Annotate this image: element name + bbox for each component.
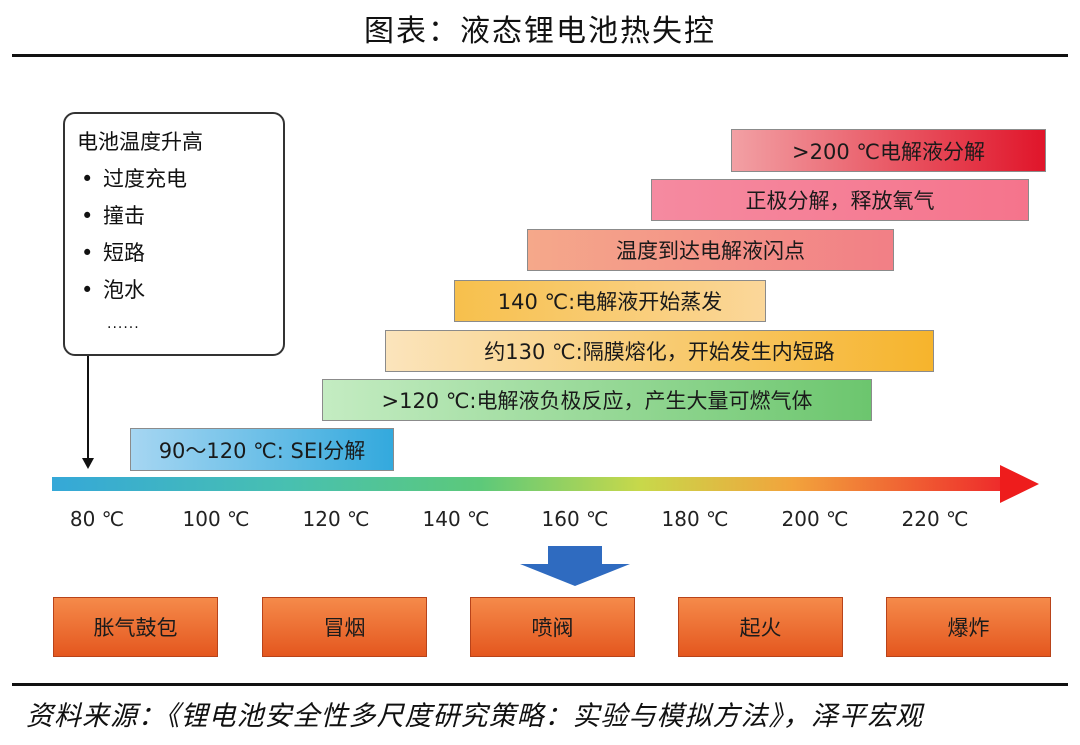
result-smoke: 冒烟 <box>262 597 427 657</box>
result-venting: 喷阀 <box>470 597 635 657</box>
cause-item: 泡水 <box>77 272 271 309</box>
axis-tick-label: 80 ℃ <box>69 507 125 531</box>
top-rule <box>12 54 1068 57</box>
axis-tick-label: 140 ℃ <box>422 507 490 531</box>
source-note: 资料来源：《锂电池安全性多尺度研究策略：实验与模拟方法》，泽平宏观 <box>26 701 923 732</box>
causes-header: 电池温度升高 <box>77 130 203 154</box>
stage-bar-anode-reaction: >120 ℃:电解液负极反应，产生大量可燃气体 <box>322 379 872 421</box>
result-fire: 起火 <box>678 597 843 657</box>
result-explosion: 爆炸 <box>886 597 1051 657</box>
causes-list: 过度充电 撞击 短路 泡水 <box>77 161 271 309</box>
axis-tick-label: 120 ℃ <box>302 507 370 531</box>
pointer-arrowhead-icon <box>82 458 94 469</box>
result-swelling: 胀气鼓包 <box>53 597 218 657</box>
axis-tick-label: 160 ℃ <box>541 507 609 531</box>
stage-bar-separator-melting: 约130 ℃:隔膜熔化，开始发生内短路 <box>385 330 934 372</box>
stage-bar-electrolyte-decomposition: >200 ℃电解液分解 <box>731 129 1046 172</box>
cause-item: 短路 <box>77 235 271 272</box>
stage-bar-cathode-decomposition: 正极分解，释放氧气 <box>651 179 1029 221</box>
down-arrow-icon <box>520 546 630 586</box>
axis-tick-label: 180 ℃ <box>661 507 729 531</box>
stage-bar-flash-point: 温度到达电解液闪点 <box>527 229 894 271</box>
axis-tick-label: 200 ℃ <box>781 507 849 531</box>
pointer-line <box>87 356 89 460</box>
cause-item: 撞击 <box>77 198 271 235</box>
temperature-axis <box>52 477 1002 491</box>
axis-arrowhead-icon <box>1000 465 1039 503</box>
axis-tick-label: 100 ℃ <box>182 507 250 531</box>
page-title: 图表：液态锂电池热失控 <box>364 14 716 49</box>
cause-item: 过度充电 <box>77 161 271 198</box>
causes-box: 电池温度升高 过度充电 撞击 短路 泡水 ...... <box>63 112 285 356</box>
stage-bar-electrolyte-evaporation: 140 ℃:电解液开始蒸发 <box>454 280 766 322</box>
stage-bar-sei-decomposition: 90～120 ℃: SEI分解 <box>130 428 394 471</box>
axis-tick-label: 220 ℃ <box>901 507 969 531</box>
causes-ellipsis: ...... <box>107 316 140 332</box>
bottom-rule <box>12 683 1068 686</box>
